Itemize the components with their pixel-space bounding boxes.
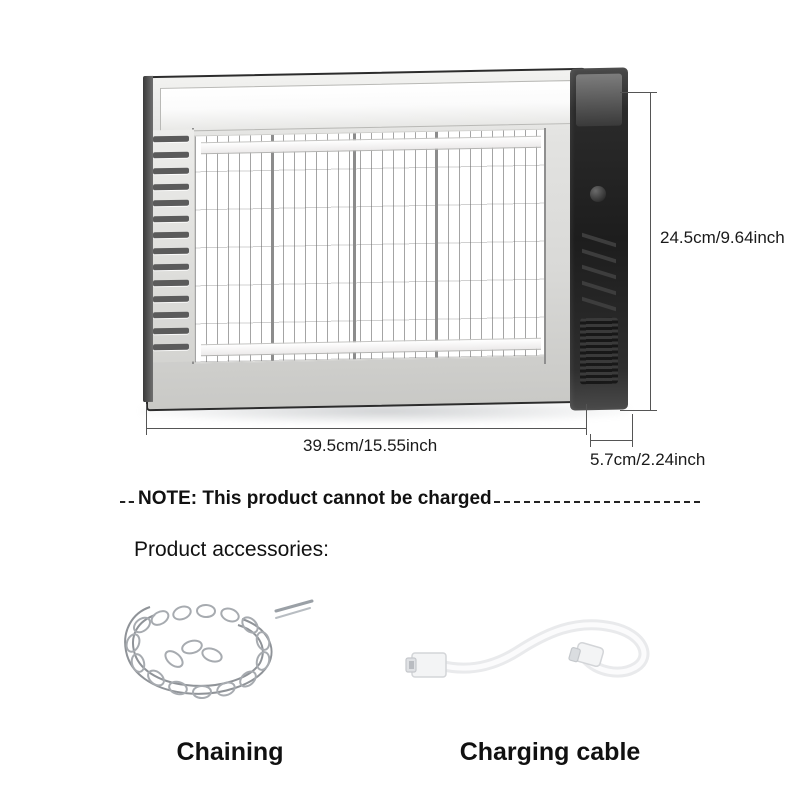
note-text: NOTE: This product cannot be charged: [138, 488, 492, 509]
width-leader-left: [146, 404, 147, 432]
width-dimension-label: 39.5cm/15.55inch: [303, 436, 438, 455]
lamp-left-vents: [148, 129, 194, 363]
accessory-label-chain: Chaining: [176, 738, 284, 766]
accessories-list: Chaining Charging cable: [0, 585, 800, 785]
accessory-item-cable: Charging cable: [400, 585, 700, 785]
note-dash-right: [494, 501, 700, 503]
height-leader-top: [620, 92, 652, 93]
grid-frame-bar: [271, 134, 274, 361]
lamp-right-endcap: [570, 67, 628, 411]
grid-frame-bar: [353, 133, 356, 360]
width-leader-right: [586, 404, 587, 432]
lamp-left-edge: [143, 75, 153, 403]
height-leader-bottom: [620, 410, 652, 411]
grid-horizontal-wires: [195, 129, 545, 363]
accessories-title: Product accessories:: [134, 538, 329, 561]
bug-zapper-lamp: [143, 67, 630, 412]
chain-icon: [124, 599, 314, 700]
usb-cable-icon: [405, 619, 650, 678]
depth-dimension-line: [590, 440, 632, 441]
width-dimension-line: [146, 428, 586, 429]
height-dimension-line: [650, 92, 651, 410]
depth-leader-right: [632, 414, 633, 444]
accessory-label-cable: Charging cable: [459, 738, 641, 766]
depth-dimension-label: 5.7cm/2.24inch: [590, 450, 706, 469]
product-image: 24.5cm/9.64inch 39.5cm/15.55inch 5.7cm/2…: [140, 67, 785, 469]
power-button-icon: [590, 185, 606, 203]
accessory-item-chain: Chaining: [80, 585, 380, 785]
height-dimension-label: 24.5cm/9.64inch: [660, 228, 785, 247]
note-dash-left: [120, 501, 134, 503]
grid-frame-bar: [435, 131, 438, 358]
lamp-electric-grid: [194, 128, 546, 364]
note-row: NOTE: This product cannot be charged: [120, 488, 700, 514]
lamp-top-reflector: [160, 80, 572, 132]
depth-tick-left: [590, 434, 591, 447]
